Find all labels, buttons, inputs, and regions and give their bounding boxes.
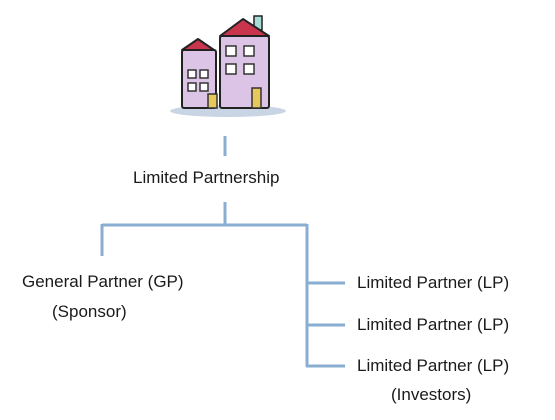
limited-partner-label-1: Limited Partner (LP) bbox=[357, 273, 510, 292]
general-partner-label: General Partner (GP) bbox=[22, 272, 184, 291]
limited-partner-label-3: Limited Partner (LP) bbox=[357, 356, 510, 375]
general-partner-role: (Sponsor) bbox=[52, 302, 127, 321]
root-label: Limited Partnership bbox=[133, 168, 280, 187]
limited-partners-role: (Investors) bbox=[391, 385, 472, 404]
tall-house-shape bbox=[207, 15, 270, 109]
building-icon bbox=[170, 15, 286, 117]
limited-partner-label-2: Limited Partner (LP) bbox=[357, 315, 510, 334]
